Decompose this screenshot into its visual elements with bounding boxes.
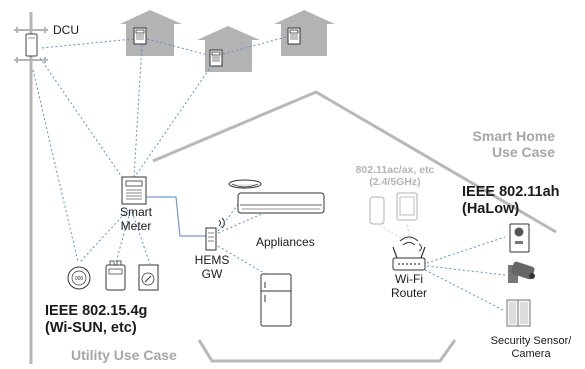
- wifi-router-label: Wi-Fi Router: [385, 272, 433, 301]
- wifi-standard-line2: (2.4/5GHz): [369, 176, 421, 189]
- remote-house-icon: [120, 10, 182, 56]
- halow-links: [424, 236, 506, 311]
- halow-label-line2: (HaLow): [462, 200, 520, 217]
- meter-display-text: 000: [75, 276, 84, 282]
- utility-pole-icon: [14, 12, 48, 364]
- gas-meter-icon: 000: [67, 266, 91, 290]
- water-meter-icon: [105, 260, 126, 291]
- wifi-standard-line1: 802.11ac/ax, etc: [355, 164, 435, 176]
- heat-meter-icon: [138, 264, 159, 291]
- halow-label: IEEE 802.11ah (HaLow): [462, 184, 560, 217]
- dcu-icon: [25, 33, 38, 57]
- wi-sun-label: IEEE 802.15.4g (Wi-SUN, etc): [45, 303, 147, 336]
- appliance-links: [217, 197, 281, 277]
- ceiling-light-icon: [228, 179, 262, 189]
- smart-home-use-case-label: Smart Home Use Case: [455, 128, 555, 160]
- security-camera-icon: [508, 261, 535, 283]
- wi-sun-label-line1: IEEE 802.15.4g: [45, 303, 148, 319]
- smartphone-icon: [369, 196, 385, 225]
- halow-label-line1: IEEE 802.11ah: [462, 184, 560, 200]
- hems-gateway-icon: [205, 217, 225, 251]
- security-label-line1: Security Sensor/: [490, 335, 572, 347]
- doorbell-camera-icon: [509, 223, 530, 253]
- hems-label-line2: GW: [201, 266, 223, 281]
- appliances-label: Appliances: [256, 235, 315, 249]
- security-label-line2: Camera: [511, 347, 551, 360]
- smart-home-outline: [152, 90, 557, 363]
- wi-sun-label-line2: (Wi-SUN, etc): [45, 319, 137, 336]
- security-sensor-label: Security Sensor/ Camera: [478, 335, 584, 360]
- wi-sun-links: [32, 36, 287, 265]
- dcu-label: DCU: [53, 23, 79, 37]
- wifi-router-icon: [392, 236, 426, 271]
- smart-meter-label: Smart Meter: [115, 205, 157, 234]
- wifi-router-label-line1: Wi-Fi: [395, 272, 423, 286]
- smart-meter-label-line2: Meter: [120, 218, 152, 233]
- wifi-links: [379, 221, 411, 241]
- remote-house-icon: [274, 10, 335, 56]
- remote-house-icon: [197, 26, 260, 72]
- smart-home-label-line2: Use Case: [491, 144, 555, 161]
- tablet-icon: [396, 192, 418, 221]
- hems-label-line1: HEMS: [194, 253, 230, 267]
- meter-hems-link: [147, 196, 208, 237]
- air-conditioner-icon: [237, 192, 325, 214]
- utility-use-case-label: Utility Use Case: [71, 347, 177, 363]
- smart-meter-label-line1: Smart: [119, 205, 152, 219]
- smart-meter-icon: [121, 176, 147, 205]
- door-sensor-icon: [506, 299, 531, 327]
- refrigerator-icon: [260, 273, 292, 327]
- wifi-standard-label: 802.11ac/ax, etc (2.4/5GHz): [355, 164, 435, 188]
- wifi-router-label-line2: Router: [390, 285, 428, 300]
- smart-home-label-line1: Smart Home: [472, 128, 555, 144]
- hems-gw-label: HEMS GW: [192, 253, 232, 282]
